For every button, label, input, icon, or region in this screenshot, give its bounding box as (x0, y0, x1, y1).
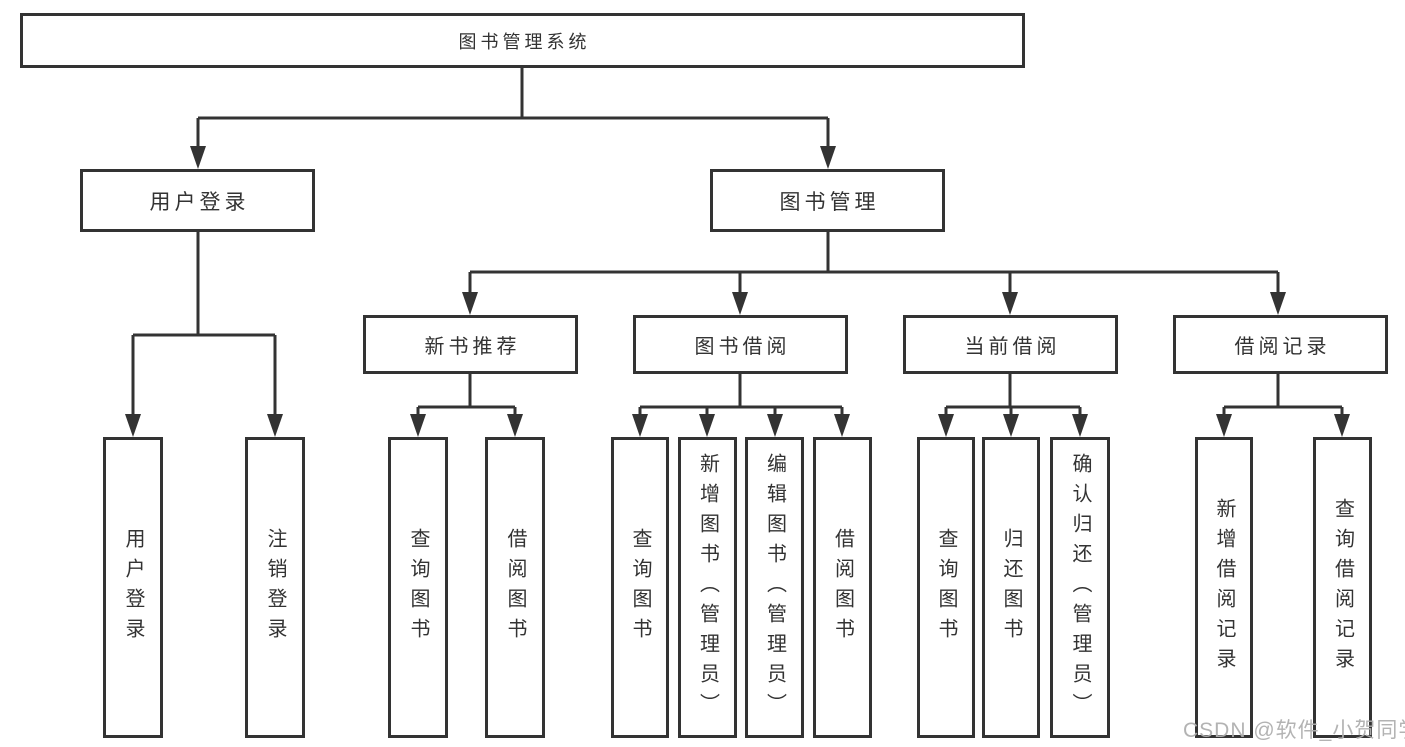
leaf-query-books-recommend: 查询图书 (388, 437, 448, 738)
node-label: 图书管理 (779, 190, 880, 214)
node-label: 查询借阅记录 (1331, 497, 1354, 678)
leaf-confirm-return-admin: 确认归还（管理员） (1050, 437, 1110, 738)
node-book-management: 图书管理 (710, 169, 945, 232)
node-label: 查询图书 (407, 527, 429, 648)
leaf-query-books-borrow: 查询图书 (611, 437, 669, 738)
node-label: 查询图书 (935, 527, 957, 648)
node-label: 新增借阅记录 (1213, 497, 1235, 678)
leaf-add-books-admin: 新增图书（管理员） (678, 437, 737, 738)
node-label: 确认归还（管理员） (1069, 452, 1091, 723)
node-book-borrowing: 图书借阅 (633, 315, 848, 374)
node-borrowing-records: 借阅记录 (1173, 315, 1388, 374)
node-label: 查询图书 (629, 527, 651, 648)
node-label: 用户登录 (149, 190, 250, 214)
leaf-edit-books-admin: 编辑图书（管理员） (745, 437, 804, 738)
leaf-query-borrowing-record: 查询借阅记录 (1313, 437, 1372, 738)
node-label: 新增图书（管理员） (696, 452, 719, 723)
leaf-logout: 注销登录 (245, 437, 305, 738)
node-user-login: 用户登录 (80, 169, 315, 232)
node-label: 借阅记录 (1234, 336, 1331, 358)
node-label: 借阅图书 (831, 527, 854, 648)
node-label: 当前借阅 (964, 336, 1061, 358)
node-label: 归还图书 (1000, 527, 1022, 648)
node-label: 编辑图书（管理员） (763, 452, 786, 723)
leaf-query-books-current: 查询图书 (917, 437, 975, 738)
node-library-management-system: 图书管理系统 (20, 13, 1025, 68)
leaf-user-login: 用户登录 (103, 437, 163, 738)
leaf-borrow-books: 借阅图书 (813, 437, 872, 738)
leaf-return-books: 归还图书 (982, 437, 1040, 738)
node-new-book-recommendation: 新书推荐 (363, 315, 578, 374)
node-label: 用户登录 (122, 527, 144, 648)
node-label: 图书管理系统 (458, 31, 591, 52)
node-label: 注销登录 (264, 527, 286, 648)
node-label: 借阅图书 (504, 527, 526, 648)
leaf-borrow-books-recommend: 借阅图书 (485, 437, 545, 738)
csdn-watermark: CSDN @软件_小贺同学 (1183, 719, 1405, 742)
node-current-borrowing: 当前借阅 (903, 315, 1118, 374)
node-label: 图书借阅 (694, 336, 791, 358)
leaf-add-borrowing-record: 新增借阅记录 (1195, 437, 1253, 738)
node-label: 新书推荐 (424, 336, 521, 358)
